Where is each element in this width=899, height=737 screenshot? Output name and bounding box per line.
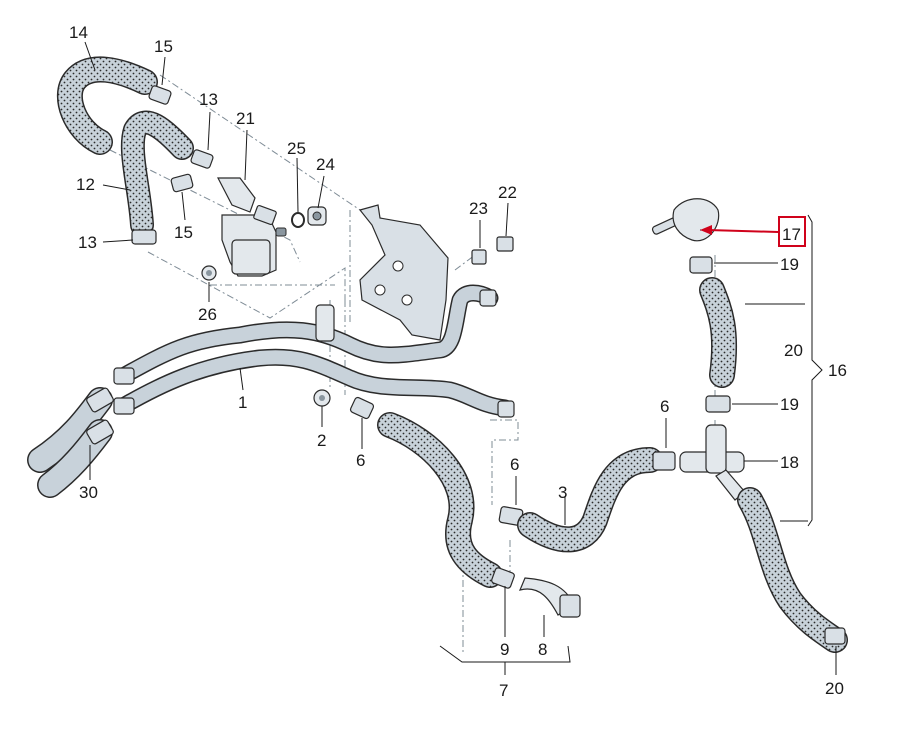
label-2: 2 (317, 431, 326, 450)
nut-part-26 (201, 265, 217, 281)
hose-part-7 (377, 412, 503, 588)
label-13-lower: 13 (78, 233, 97, 252)
label-15-lower: 15 (174, 223, 193, 242)
callout-labels: 14 15 13 21 25 24 12 15 13 26 23 22 17 1… (69, 23, 847, 700)
label-16: 16 (828, 361, 847, 380)
hose-clamp-19-lower (705, 395, 731, 413)
label-9: 9 (500, 640, 509, 659)
bolt-part-23 (471, 249, 487, 265)
highlight-arrow-17 (700, 216, 806, 247)
coolant-pump-part-21 (217, 177, 287, 277)
grommet-part-24 (307, 206, 327, 226)
hose-part-20-upper (699, 277, 738, 388)
label-30: 30 (79, 483, 98, 502)
label-19-lower: 19 (780, 395, 799, 414)
elbow-connector-part-8 (518, 577, 581, 618)
label-6-right: 6 (510, 455, 519, 474)
hose-part-30 (27, 387, 114, 498)
label-24: 24 (316, 155, 335, 174)
label-13: 13 (199, 90, 218, 109)
hose-clamp-13-upper (190, 149, 214, 169)
label-7: 7 (499, 681, 508, 700)
hose-clamp-6-left (349, 396, 375, 420)
nut-part-2 (313, 389, 331, 407)
label-25: 25 (287, 139, 306, 158)
bolt-part-22 (496, 236, 514, 252)
label-23: 23 (469, 199, 488, 218)
label-15: 15 (154, 37, 173, 56)
label-19: 19 (780, 255, 799, 274)
label-22: 22 (498, 183, 517, 202)
hose-clamp-15-upper (148, 85, 172, 105)
t-piece-part-18 (679, 424, 746, 501)
label-1: 1 (238, 393, 247, 412)
label-14: 14 (69, 23, 88, 42)
hose-clamp-part-9 (491, 567, 515, 589)
hose-part-3 (517, 447, 663, 553)
label-26: 26 (198, 305, 217, 324)
label-21: 21 (236, 109, 255, 128)
label-20: 20 (784, 341, 803, 360)
label-3: 3 (558, 483, 567, 502)
coolant-pipe-part-1 (113, 284, 515, 418)
bleed-fitting-part-17 (651, 198, 720, 242)
label-20-lower: 20 (825, 679, 844, 698)
o-ring-part-25 (291, 212, 305, 228)
mounting-bracket (358, 204, 449, 341)
hose-part-20-lower (737, 487, 848, 653)
label-6-middle: 6 (660, 397, 669, 416)
hose-part-12 (120, 110, 194, 237)
label-8: 8 (538, 640, 547, 659)
hose-clamp-19-upper (689, 256, 713, 274)
label-12: 12 (76, 175, 95, 194)
hose-clamp-15-lower (170, 173, 194, 193)
label-17: 17 (782, 225, 801, 244)
hose-part-14 (56, 56, 158, 155)
hose-clamp-13-lower (131, 229, 157, 245)
label-6-left: 6 (356, 451, 365, 470)
hose-clamp-6-right (652, 451, 676, 471)
label-18: 18 (780, 453, 799, 472)
assembly-guide-lines (109, 74, 716, 655)
